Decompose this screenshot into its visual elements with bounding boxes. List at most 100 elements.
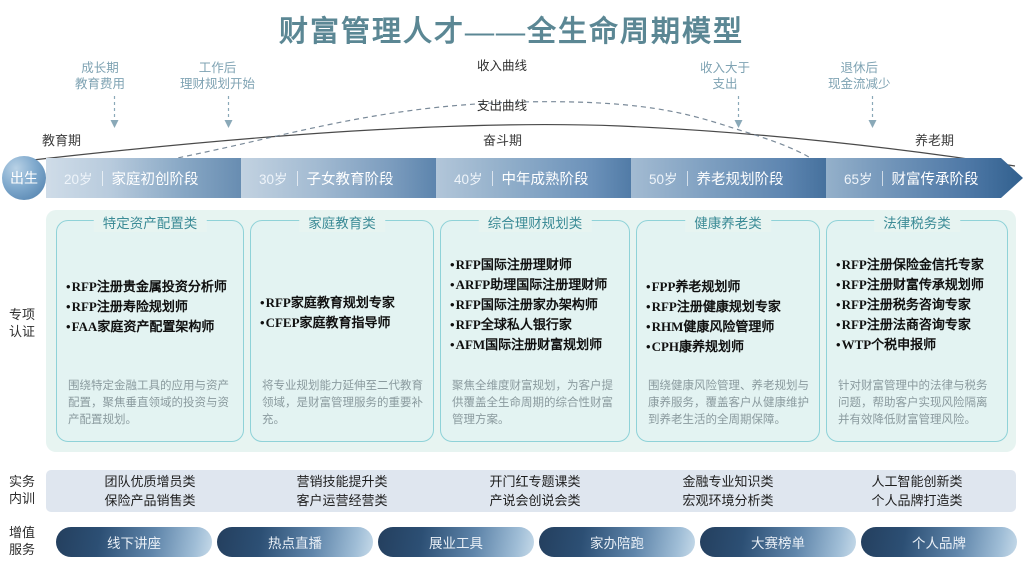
timeline-segment-5[interactable]: 65岁 财富传承阶段 xyxy=(826,158,1023,198)
annotation-line1: 退休后 xyxy=(840,61,879,75)
certification-item: WTP个税申报师 xyxy=(836,335,1000,355)
income-curve-path xyxy=(133,101,823,167)
annotation-post-work-planning-start: 工作后理财规划开始 xyxy=(180,60,255,92)
card-description: 围绕特定金融工具的应用与资产配置，聚焦垂直领域的投资与资产配置规划。 xyxy=(68,380,229,426)
timeline-age-label: 50岁 xyxy=(649,172,678,187)
certification-item: RFP注册财富传承规划师 xyxy=(836,275,1000,295)
card-description: 聚焦全维度财富规划，为客户提供覆盖全生命周期的综合性财富管理方案。 xyxy=(452,380,613,426)
certification-item: FPP养老规划师 xyxy=(646,277,812,297)
pill-competition-board[interactable]: 大赛榜单 xyxy=(700,527,856,557)
card-item-list: RFP注册保险金信托专家RFP注册财富传承规划师RFP注册税务咨询专家RFP注册… xyxy=(836,255,1000,355)
certification-item: ARFP助理国际注册理财师 xyxy=(450,275,622,295)
annotation-line2: 支出 xyxy=(712,77,738,91)
certification-item: RFP注册贵金属投资分析师 xyxy=(66,277,236,297)
certification-item: RFP注册法商咨询专家 xyxy=(836,315,1000,335)
timeline-phase-label: 子女教育阶段 xyxy=(306,171,394,188)
certification-item: RFP注册保险金信托专家 xyxy=(836,255,1000,275)
certification-item: RFP注册寿险规划师 xyxy=(66,297,236,317)
expense-curve-path xyxy=(23,124,1016,167)
certification-item: RFP注册健康规划专家 xyxy=(646,297,812,317)
card-title: 健康养老类 xyxy=(685,212,771,232)
training-cell-1[interactable]: 团队优质增员类保险产品销售类 xyxy=(56,470,244,512)
timeline-segment-2[interactable]: 30岁 子女教育阶段 xyxy=(241,158,456,198)
annotation-arrow-icon xyxy=(224,96,233,128)
card-title: 家庭教育类 xyxy=(299,212,385,232)
timeline-segment-1[interactable]: 20岁家庭初创阶段 xyxy=(46,158,261,198)
timeline-phase-label: 中年成熟阶段 xyxy=(501,171,589,188)
expense-curve-label: 支出曲线 xyxy=(477,99,528,113)
annotation-line2: 现金流减少 xyxy=(828,77,891,91)
certification-item: CFEP家庭教育指导师 xyxy=(260,313,426,333)
pill-hot-livestream[interactable]: 热点直播 xyxy=(217,527,373,557)
card-title: 特定资产配置类 xyxy=(93,212,207,232)
annotation-line2: 理财规划开始 xyxy=(180,77,256,91)
period-label-education-period: 教育期 xyxy=(42,133,82,148)
training-cell-4[interactable]: 金融专业知识类宏观环境分析类 xyxy=(636,470,820,512)
pill-business-tools[interactable]: 展业工具 xyxy=(378,527,534,557)
period-label-struggle-period: 奋斗期 xyxy=(483,133,523,148)
timeline-phase-label: 养老规划阶段 xyxy=(696,171,784,188)
annotation-income-exceeds-expense: 收入大于支出 xyxy=(700,60,750,92)
row-label-training-l2: 内训 xyxy=(8,491,35,506)
annotation-line1: 成长期 xyxy=(81,61,119,75)
training-line2: 客户运营经营类 xyxy=(296,493,388,508)
timeline-divider xyxy=(882,171,883,186)
certification-item: FAA家庭资产配置架构师 xyxy=(66,317,236,337)
card-title: 综合理财规划类 xyxy=(478,212,592,232)
annotation-retirement-cashflow-drop: 退休后现金流减少 xyxy=(828,60,891,92)
annotation-arrow-icon xyxy=(734,96,743,128)
timeline-divider xyxy=(297,171,298,186)
card-description: 针对财富管理中的法律与税务问题，帮助客户实现风险隔离并有效降低财富管理风险。 xyxy=(838,380,988,426)
card-health-retirement[interactable]: 健康养老类 FPP养老规划师RFP注册健康规划专家RHM健康风险管理师CPH康养规… xyxy=(636,212,820,442)
certification-item: RFP全球私人银行家 xyxy=(450,315,622,335)
training-cell-3[interactable]: 开门红专题课类产说会创说会类 xyxy=(440,470,630,512)
training-line1: 团队优质增员类 xyxy=(104,474,196,489)
row-label-certification-l1: 专项 xyxy=(8,307,35,322)
certification-item: RFP国际注册理财师 xyxy=(450,255,622,275)
card-description: 将专业规划能力延伸至二代教育领域，是财富管理服务的重要补充。 xyxy=(262,380,423,426)
row-label-value-service: 增值 服务 xyxy=(0,524,44,558)
card-item-list: RFP家庭教育规划专家CFEP家庭教育指导师 xyxy=(260,293,426,333)
page-title: 财富管理人才——全生命周期模型 xyxy=(278,16,744,48)
card-item-list: RFP注册贵金属投资分析师RFP注册寿险规划师FAA家庭资产配置架构师 xyxy=(66,277,236,337)
timeline-age-label: 30岁 xyxy=(259,172,288,187)
pill-personal-brand[interactable]: 个人品牌 xyxy=(861,527,1017,557)
certification-item: RFP国际注册家办架构师 xyxy=(450,295,622,315)
timeline-age-label: 40岁 xyxy=(454,172,483,187)
training-row: 团队优质增员类保险产品销售类营销技能提升类客户运营经营类开门红专题课类产说会创说… xyxy=(46,470,1016,512)
row-label-certification: 专项 认证 xyxy=(0,306,44,340)
card-legal-tax[interactable]: 法律税务类RFP注册保险金信托专家RFP注册财富传承规划师RFP注册税务咨询专家… xyxy=(826,212,1008,442)
timeline-age-label: 65岁 xyxy=(844,172,873,187)
card-item-list: RFP国际注册理财师ARFP助理国际注册理财师RFP国际注册家办架构师RFP全球… xyxy=(450,255,622,355)
card-specific-asset-allocation[interactable]: 特定资产配置类 RFP注册贵金属投资分析师RFP注册寿险规划师FAA家庭资产配置架… xyxy=(56,212,244,442)
income-curve-label: 收入曲线 xyxy=(477,59,528,73)
timeline-divider xyxy=(102,171,103,186)
row-label-certification-l2: 认证 xyxy=(8,324,35,339)
pill-family-office[interactable]: 家办陪跑 xyxy=(539,527,695,557)
row-label-training: 实务 内训 xyxy=(0,473,44,507)
certification-panel: 特定资产配置类 RFP注册贵金属投资分析师RFP注册寿险规划师FAA家庭资产配置架… xyxy=(46,210,1016,452)
training-line2: 宏观环境分析类 xyxy=(682,493,774,508)
row-label-value-l1: 增值 xyxy=(8,525,35,540)
timeline-birth-marker[interactable]: 出生 xyxy=(2,156,46,200)
annotation-line2: 教育费用 xyxy=(75,77,126,91)
training-cell-5[interactable]: 人工智能创新类个人品牌打造类 xyxy=(826,470,1008,512)
training-line1: 营销技能提升类 xyxy=(296,474,388,489)
timeline-segment-3[interactable]: 40岁 中年成熟阶段 xyxy=(436,158,651,198)
training-line2: 保险产品销售类 xyxy=(104,493,196,508)
training-cell-2[interactable]: 营销技能提升类客户运营经营类 xyxy=(250,470,434,512)
timeline-age-label: 20岁 xyxy=(64,172,93,187)
card-item-list: FPP养老规划师RFP注册健康规划专家RHM健康风险管理师CPH康养规划师 xyxy=(646,277,812,357)
curve-svg xyxy=(23,101,1016,167)
timeline-phase-label: 财富传承阶段 xyxy=(891,171,979,188)
pill-offline-lecture[interactable]: 线下讲座 xyxy=(56,527,212,557)
card-description: 围绕健康风险管理、养老规划与康养服务，覆盖客户从健康维护到养老生活的全周期保障。 xyxy=(648,380,809,426)
training-line1: 开门红专题课类 xyxy=(489,474,581,489)
annotation-line1: 工作后 xyxy=(198,61,237,75)
training-line1: 金融专业知识类 xyxy=(682,474,774,489)
annotation-line1: 收入大于 xyxy=(700,61,751,75)
timeline-segment-4[interactable]: 50岁 养老规划阶段 xyxy=(631,158,846,198)
card-comprehensive-financial-planning[interactable]: 综合理财规划类 RFP国际注册理财师ARFP助理国际注册理财师RFP国际注册家办架… xyxy=(440,212,630,442)
card-family-education[interactable]: 家庭教育类 RFP家庭教育规划专家CFEP家庭教育指导师将专业规划能力延伸至二代教… xyxy=(250,212,434,442)
